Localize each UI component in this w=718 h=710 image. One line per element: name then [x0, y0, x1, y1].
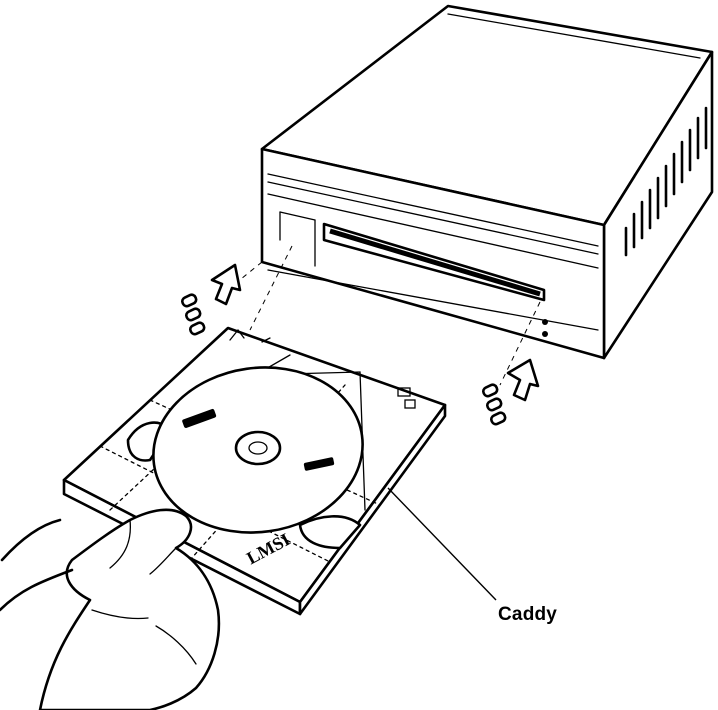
- insert-arrow-right: [482, 360, 538, 425]
- caddy-callout-leader: [388, 488, 496, 600]
- insert-arrow-left: [181, 265, 240, 335]
- hand: [0, 510, 219, 710]
- cd-drive-unit: [262, 6, 712, 358]
- caddy-callout-label: Caddy: [498, 604, 557, 626]
